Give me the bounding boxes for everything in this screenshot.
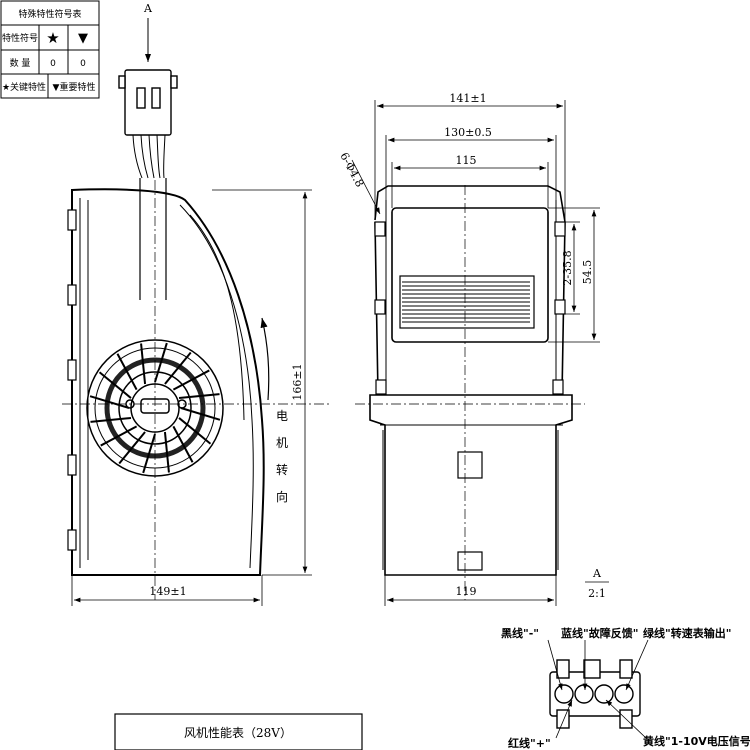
dim-54-5: 54.5 xyxy=(581,260,594,285)
height-dimensions-side xyxy=(548,207,600,343)
centerlines-front xyxy=(62,180,330,600)
svg-text:机: 机 xyxy=(276,436,288,450)
height-dimension-front xyxy=(212,189,312,576)
quantity-important: 0 xyxy=(80,59,86,69)
rotation-arrow xyxy=(260,317,270,401)
vent-slots xyxy=(399,275,535,329)
dim-115: 115 xyxy=(456,154,477,167)
svg-text:向: 向 xyxy=(276,489,288,504)
impeller-blade xyxy=(98,371,132,399)
svg-text:转: 转 xyxy=(276,462,288,477)
performance-table-box xyxy=(114,713,363,750)
dim-119: 119 xyxy=(456,585,477,598)
width-dimension-front xyxy=(71,575,263,606)
wire-green-label: 绿线"转速表输出" xyxy=(643,626,731,640)
wire-red-label: 红线"+" xyxy=(508,736,551,750)
connector-detail xyxy=(549,659,641,729)
quantity-key: 0 xyxy=(50,59,56,69)
quantity-label: 数 量 xyxy=(10,57,31,69)
impeller-blade xyxy=(118,431,146,465)
dim-35-8: 2-35.8 xyxy=(561,250,574,285)
symbol-table-row-header: 特性符号 xyxy=(2,32,38,44)
impeller-blade xyxy=(140,343,147,385)
wire-yellow-label: 黄线"1-10V电压信号" xyxy=(643,734,750,748)
blower-housing-front xyxy=(71,188,265,576)
blower-housing-side xyxy=(369,185,573,576)
impeller-blade xyxy=(90,416,132,423)
centerlines-side xyxy=(355,185,585,600)
top-dimensions-side xyxy=(374,100,566,222)
mounting-tabs-left xyxy=(67,209,77,551)
legend-key-characteristic: ★关键特性 xyxy=(2,81,46,93)
impeller-blade xyxy=(180,407,221,421)
impeller-blade xyxy=(142,433,156,474)
hole-dimension-text: 6-Φ4.8 xyxy=(337,150,366,189)
section-marker-top: A xyxy=(143,2,153,15)
wire-bundle xyxy=(132,134,167,300)
wire-blue-label: 蓝线"故障反馈" xyxy=(561,626,638,640)
detail-scale: 2:1 xyxy=(588,587,606,600)
special-characteristic-table xyxy=(0,0,100,99)
important-characteristic-symbol: ▼ xyxy=(78,31,88,46)
width-dimension-front-text: 149±1 xyxy=(149,585,186,598)
dim-130: 130±0.5 xyxy=(444,126,492,139)
impeller-blade xyxy=(154,342,168,383)
hole-leader xyxy=(351,159,381,215)
key-characteristic-symbol: ★ xyxy=(46,29,59,47)
svg-text:电: 电 xyxy=(276,409,288,423)
wire-black-label: 黑线"-" xyxy=(501,626,539,640)
impeller-blade xyxy=(178,393,220,400)
legend-important-characteristic: ▼重要特性 xyxy=(53,81,96,93)
side-clips xyxy=(374,221,566,571)
impeller-blade xyxy=(163,431,170,473)
impeller-blade xyxy=(89,395,130,409)
impeller-blade xyxy=(164,351,192,385)
height-dimension-front-text: 166±1 xyxy=(291,363,304,400)
connector-leaders xyxy=(547,639,649,739)
width-dimension-side xyxy=(384,575,557,606)
impeller-blade xyxy=(116,353,138,391)
vent-frame xyxy=(399,275,535,329)
dim-141: 141±1 xyxy=(449,92,486,105)
impeller-blade xyxy=(172,425,194,463)
impeller-blade xyxy=(178,417,212,445)
performance-table-title: 风机性能表（28V） xyxy=(184,726,292,740)
rotation-label: 电 机 转 向 xyxy=(276,409,288,504)
connector-plug xyxy=(118,69,178,136)
detail-marker: A xyxy=(592,567,602,580)
impeller-blade xyxy=(100,425,138,447)
symbol-table-title: 特殊特性符号表 xyxy=(18,8,81,20)
impeller-blade xyxy=(172,369,210,391)
